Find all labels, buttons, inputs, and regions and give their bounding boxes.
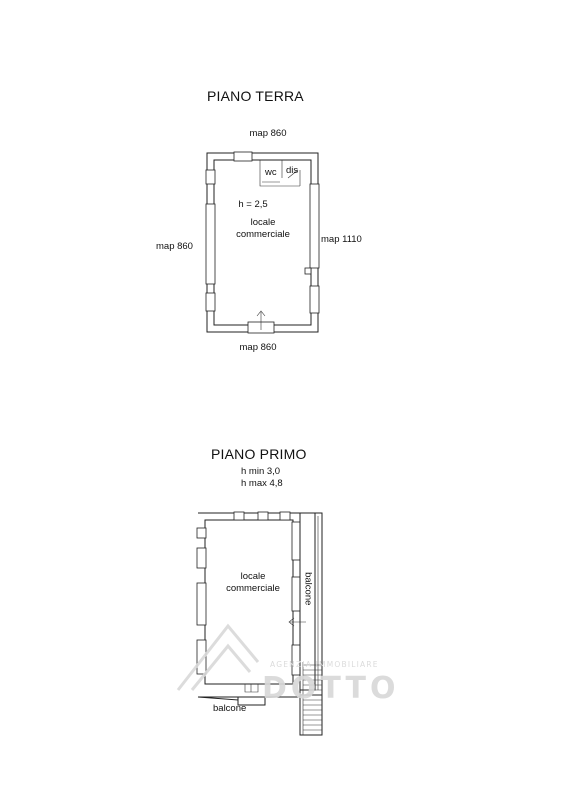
ground-room-label-line2: commerciale xyxy=(236,229,290,240)
watermark-name-text: DOTTO xyxy=(262,671,400,706)
ground-floor-outer-wall xyxy=(206,152,319,333)
first-left-window-4 xyxy=(196,639,207,675)
watermark-subtitle-text: AGENZIA IMMOBILIARE xyxy=(270,660,379,669)
first-hmax-label: h max 4,8 xyxy=(241,478,283,489)
ground-dis-door xyxy=(287,169,299,179)
first-side-balcony-label: balcone xyxy=(302,572,314,606)
first-left-window-2 xyxy=(196,547,207,569)
first-floor-stair xyxy=(299,662,323,736)
ground-right-window-2 xyxy=(309,285,320,314)
first-floor-title: PIANO PRIMO xyxy=(211,446,307,462)
first-top-window-2 xyxy=(257,511,269,521)
ground-right-window-1 xyxy=(309,183,320,269)
ground-map-bottom-label: map 860 xyxy=(239,342,277,353)
ground-left-window-1 xyxy=(205,169,216,185)
ground-height-label: h = 2,5 xyxy=(238,199,268,210)
first-right-window-1 xyxy=(291,521,301,561)
first-bottom-balcony-label: balcone xyxy=(213,703,247,714)
first-bottom-balcony xyxy=(237,696,266,706)
first-bottom-door xyxy=(244,684,259,693)
ground-dis-label: dis xyxy=(286,165,299,176)
ground-floor-inner-wall xyxy=(213,159,312,326)
first-hmin-label: h min 3,0 xyxy=(241,466,281,477)
ground-wc-partition xyxy=(259,160,301,187)
ground-room-label-line1: locale xyxy=(250,217,276,228)
first-room-label-line2: commerciale xyxy=(226,583,280,594)
first-room-label: locale commerciale xyxy=(226,571,280,595)
first-right-window-2 xyxy=(291,576,301,612)
agency-watermark: AGENZIA IMMOBILIARE DOTTO xyxy=(176,623,400,706)
ground-floor-title: PIANO TERRA xyxy=(207,88,304,104)
ground-map-right-label: map 1110 xyxy=(321,234,362,245)
ground-room-label: locale commerciale xyxy=(236,217,290,241)
ground-left-window-2 xyxy=(205,203,216,285)
first-side-door-arrow xyxy=(288,617,306,627)
first-left-window-3 xyxy=(196,582,207,626)
ground-right-small-opening xyxy=(304,267,312,275)
ground-map-top-label: map 860 xyxy=(249,128,287,139)
ground-entrance-arrow xyxy=(256,310,266,330)
ground-left-window-3 xyxy=(205,292,216,312)
first-floor-plan xyxy=(196,511,323,736)
first-top-window-3 xyxy=(279,511,291,521)
ground-wc-label: wc xyxy=(265,167,277,178)
first-top-window-1 xyxy=(233,511,245,521)
first-left-window-1 xyxy=(196,527,207,539)
watermark-logo-icon xyxy=(176,623,260,691)
ground-top-opening xyxy=(233,151,253,162)
ground-map-left-label: map 860 xyxy=(156,241,193,252)
first-room-label-line1: locale xyxy=(240,571,266,582)
ground-floor-plan xyxy=(205,151,320,334)
